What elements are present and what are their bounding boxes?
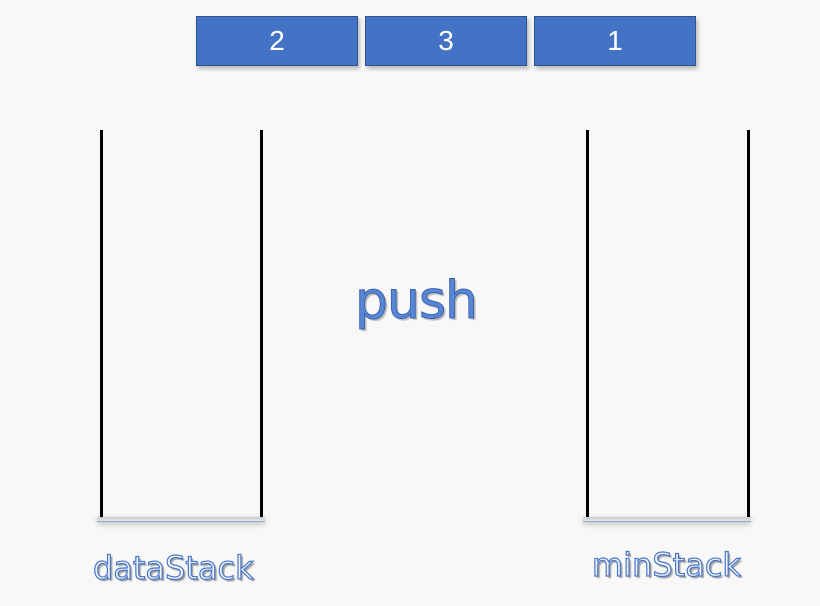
queue-item-3: 3 xyxy=(365,16,527,66)
queue-item-1: 1 xyxy=(534,16,696,66)
min-stack-left-wall xyxy=(586,130,589,520)
queue-item-value: 2 xyxy=(269,25,285,56)
min-stack-floor xyxy=(583,517,751,522)
data-stack-label: dataStack xyxy=(92,548,254,587)
queue-item-2: 2 xyxy=(196,16,358,66)
queue-item-value: 1 xyxy=(607,25,623,56)
min-stack-right-wall xyxy=(747,130,750,520)
operation-label: push xyxy=(354,271,478,332)
min-stack-label: minStack xyxy=(591,545,741,584)
data-stack-floor xyxy=(97,517,265,522)
data-stack-left-wall xyxy=(100,130,103,520)
data-stack-right-wall xyxy=(260,130,263,520)
queue-item-value: 3 xyxy=(438,25,454,56)
